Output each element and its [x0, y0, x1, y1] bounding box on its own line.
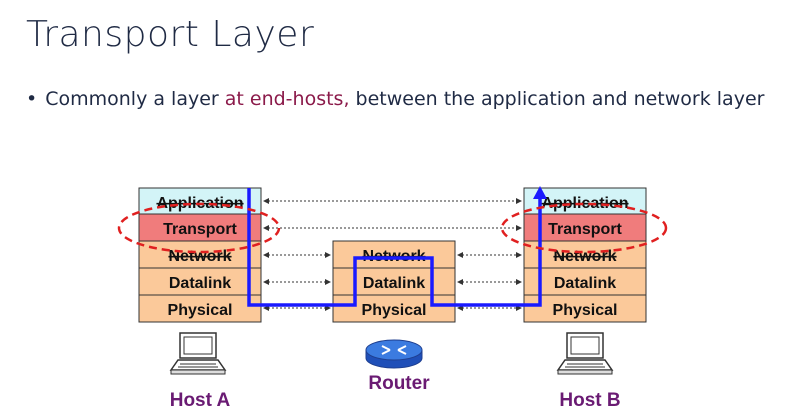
host-a-transport-highlight [117, 202, 281, 254]
host-b-stack: Application Transport Network Datalink P… [523, 187, 647, 323]
host-a-physical-label: Physical [168, 302, 233, 319]
slide-title: Transport Layer [26, 14, 315, 55]
host-b-transport-layer [523, 213, 647, 242]
host-a-label: Host A [170, 390, 231, 411]
host-b-application-label: Application [541, 195, 628, 212]
host-a-stack: Application Transport Network Datalink P… [138, 187, 262, 323]
host-a-datalink-label: Datalink [169, 275, 231, 292]
host-a-network-layer [138, 240, 262, 269]
router-icon [365, 339, 423, 369]
router-stack: Network Datalink Physical [332, 240, 456, 323]
host-b-physical-layer [523, 294, 647, 323]
host-b-network-layer [523, 240, 647, 269]
host-b-label: Host B [559, 390, 620, 411]
host-b-physical-label: Physical [553, 302, 618, 319]
bullet-point: • Commonly a layer at end-hosts, between … [26, 88, 764, 110]
host-b-laptop-icon [556, 332, 614, 375]
host-a-datalink-layer [138, 267, 262, 296]
data-path-arrowhead-icon [533, 186, 547, 199]
bullet-highlight: at end-hosts, [224, 88, 350, 110]
host-b-datalink-label: Datalink [554, 275, 616, 292]
host-a-physical-layer [138, 294, 262, 323]
bullet-dot-icon: • [26, 88, 38, 110]
router-datalink-label: Datalink [363, 275, 425, 292]
host-a-transport-label: Transport [163, 221, 237, 238]
peer-arrows [263, 198, 522, 311]
bullet-text-start: Commonly a layer [45, 88, 225, 110]
host-a-transport-layer [138, 213, 262, 242]
host-b-transport-label: Transport [548, 221, 622, 238]
router-label: Router [368, 373, 430, 394]
host-b-transport-highlight [500, 202, 668, 254]
router-physical-label: Physical [362, 302, 427, 319]
host-a-laptop-icon [169, 332, 227, 375]
data-path-line [247, 188, 542, 307]
bullet-text-end: between the application and network laye… [349, 88, 765, 110]
host-b-application-layer [523, 187, 647, 215]
